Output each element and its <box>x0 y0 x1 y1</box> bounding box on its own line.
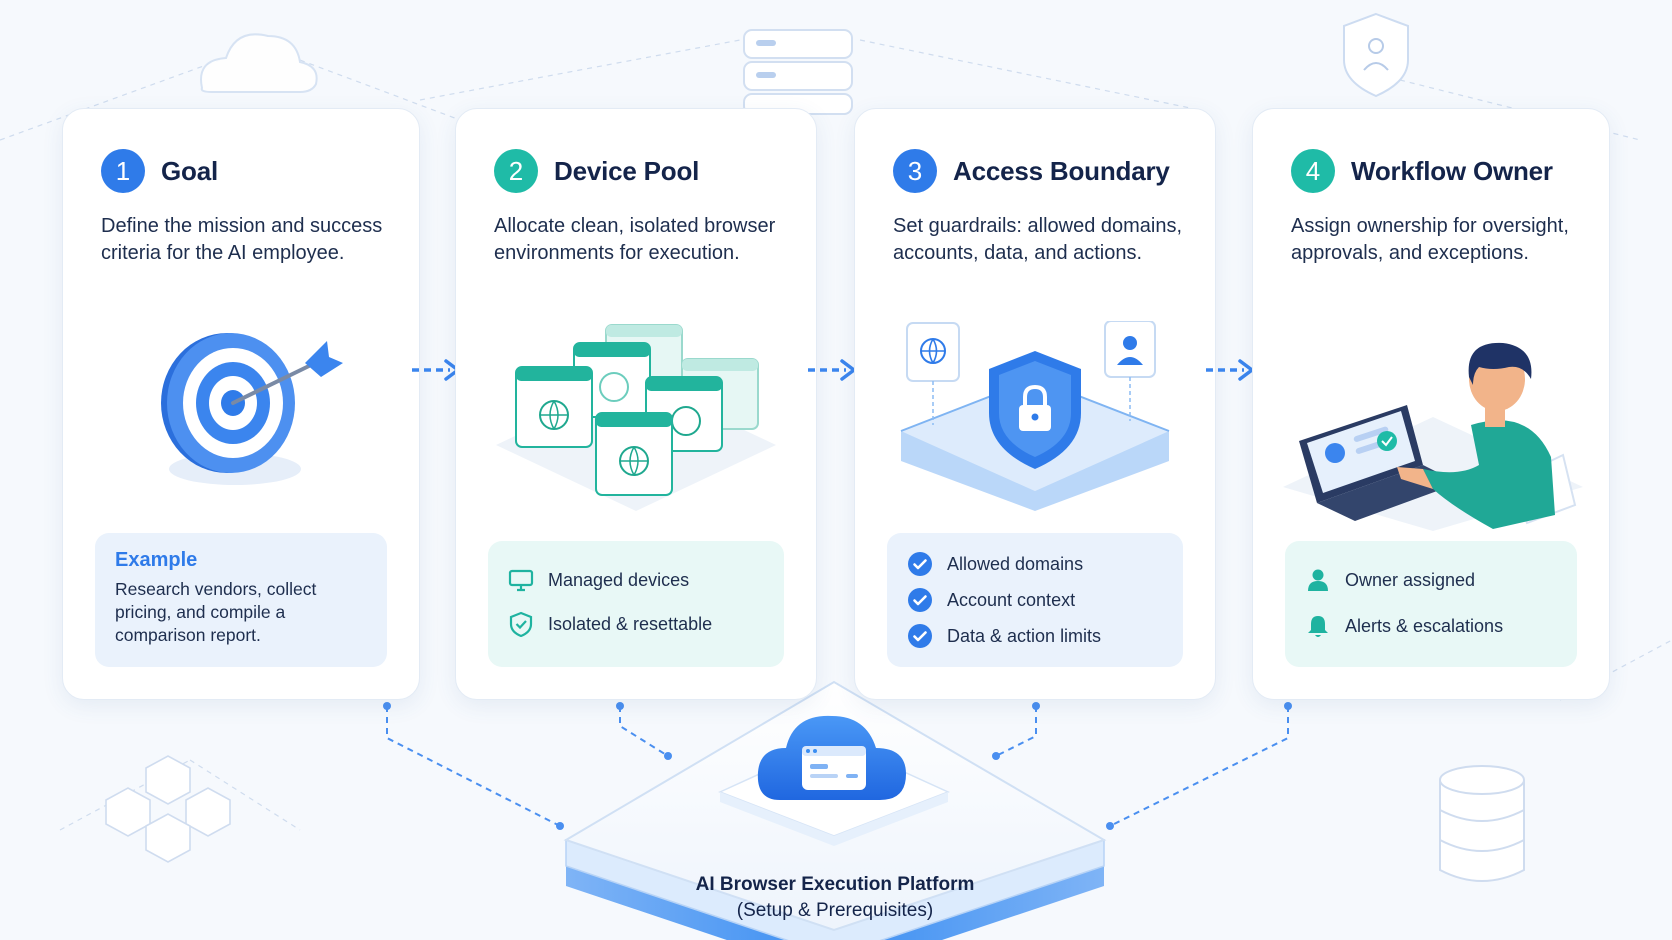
list-item: Data & action limits <box>907 623 1163 649</box>
shield-check-icon <box>509 611 533 637</box>
platform-subtitle: (Setup & Prerequisites) <box>736 900 934 921</box>
cloud-icon <box>200 33 318 93</box>
list-item-label: Alerts & escalations <box>1345 615 1504 636</box>
platform-title: AI Browser Execution Platform <box>695 874 975 895</box>
person-laptop-icon <box>1283 342 1583 531</box>
list-item: Account context <box>907 587 1163 613</box>
step-number-badge: 4 <box>1291 149 1335 193</box>
platform-label: AI Browser Execution Platform (Setup & P… <box>640 872 1030 924</box>
example-text: Research vendors, collect pricing, and c… <box>115 579 317 645</box>
step-header: 1 Goal <box>101 149 218 193</box>
cubes-icon <box>105 755 231 863</box>
step-description: Set guardrails: allowed domains, account… <box>893 215 1183 264</box>
step-title: Access Boundary <box>953 155 1170 186</box>
check-circle-icon <box>908 624 932 648</box>
step-title: Workflow Owner <box>1351 155 1553 186</box>
target-icon <box>161 333 343 485</box>
step-description: Define the mission and success criteria … <box>101 215 383 264</box>
step-title: Goal <box>161 155 218 186</box>
step-card-workflow-owner: 4 Workflow Owner Assign ownership for ov… <box>1252 108 1610 700</box>
list-item-label: Data & action limits <box>947 625 1102 646</box>
step-card-goal: 1 Goal Define the mission and success cr… <box>62 108 420 700</box>
shield-user-icon <box>1343 12 1409 98</box>
step-description: Allocate clean, isolated browser environ… <box>494 215 776 264</box>
shield-lock-icon <box>900 321 1170 511</box>
list-item: Allowed domains <box>907 551 1163 577</box>
check-circle-icon <box>908 588 932 612</box>
step-header: 2 Device Pool <box>494 149 699 193</box>
server-icon <box>743 29 853 115</box>
step-number-badge: 2 <box>494 149 538 193</box>
step-number-badge: 3 <box>893 149 937 193</box>
step-header: 3 Access Boundary <box>893 149 1170 193</box>
access-boundary-list: Allowed domains Account context Data & a… <box>887 533 1183 667</box>
example-title: Example <box>115 549 198 571</box>
step-title: Device Pool <box>554 155 700 186</box>
list-item-label: Account context <box>947 589 1076 610</box>
list-item: Owner assigned <box>1305 567 1557 593</box>
flow-arrow-icon <box>808 359 856 381</box>
list-item-label: Managed devices <box>548 569 690 590</box>
list-item: Managed devices <box>508 567 764 593</box>
database-icon <box>1439 765 1525 882</box>
platform-cloud-icon <box>757 715 906 800</box>
bell-icon <box>1308 616 1328 637</box>
flow-arrow-icon <box>1206 359 1254 381</box>
step-description: Assign ownership for oversight, approval… <box>1291 215 1569 264</box>
platform-base <box>563 680 1107 940</box>
workflow-owner-list: Owner assigned Alerts & escalations <box>1285 541 1577 667</box>
monitor-icon <box>508 569 534 592</box>
list-item-label: Allowed domains <box>947 553 1084 574</box>
list-item-label: Owner assigned <box>1345 569 1476 590</box>
list-item: Isolated & resettable <box>508 611 764 637</box>
step-card-device-pool: 2 Device Pool Allocate clean, isolated b… <box>455 108 817 700</box>
device-pool-list: Managed devices Isolated & resettable <box>488 541 784 667</box>
step-header: 4 Workflow Owner <box>1291 149 1553 193</box>
check-circle-icon <box>908 552 932 576</box>
user-icon <box>1308 569 1328 591</box>
step-number-badge: 1 <box>101 149 145 193</box>
example-box: Example Research vendors, collect pricin… <box>95 533 387 667</box>
browser-windows-icon <box>496 324 776 511</box>
list-item-label: Isolated & resettable <box>548 613 713 634</box>
step-card-access-boundary: 3 Access Boundary Set guardrails: allowe… <box>854 108 1216 700</box>
list-item: Alerts & escalations <box>1305 613 1557 639</box>
